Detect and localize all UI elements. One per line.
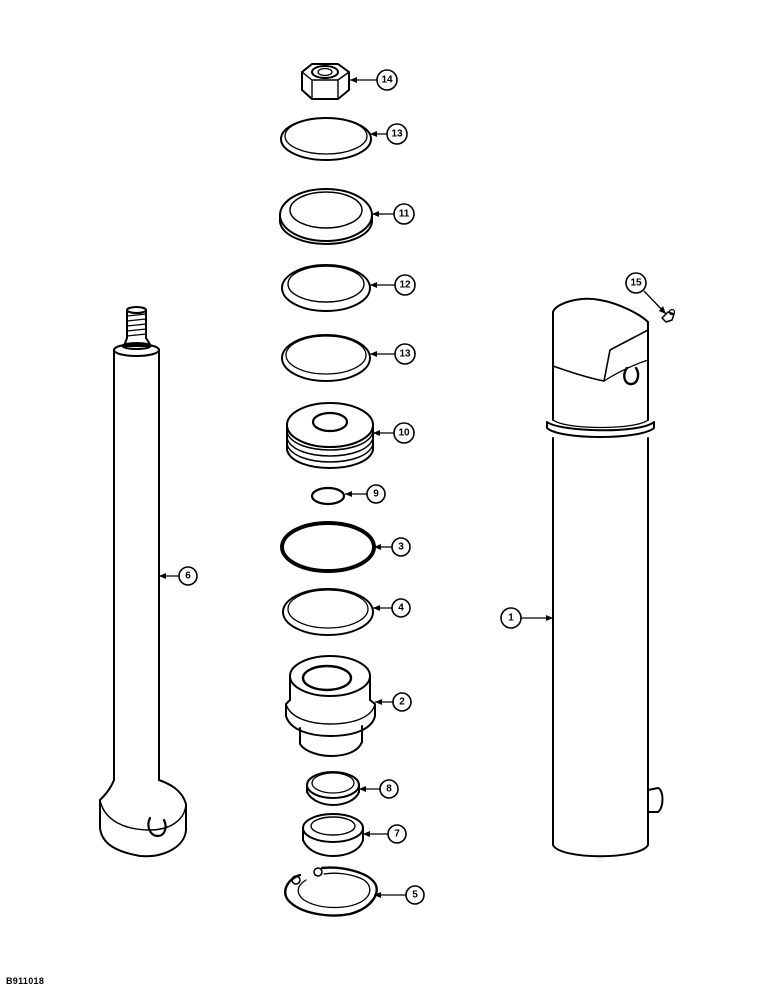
piston-rod-part (99, 306, 187, 858)
arrowhead-4 (373, 605, 380, 611)
callout-label-12: 12 (399, 280, 411, 291)
callout-circle-9 (366, 484, 386, 504)
callout-label-1: 1 (508, 613, 514, 624)
wear-ring-part-upper (280, 117, 372, 161)
arrowhead-13b (370, 351, 377, 357)
callout-label-3: 3 (398, 542, 404, 553)
callout-label-7: 7 (394, 829, 400, 840)
callout-label-6: 6 (185, 571, 191, 582)
callout-label-2: 2 (399, 697, 405, 708)
callout-circle-10 (393, 422, 415, 444)
figure-identifier: B911018 (6, 976, 45, 986)
callout-circle-2 (392, 692, 412, 712)
arrowhead-2 (375, 699, 382, 705)
callout-circle-13a (386, 123, 408, 145)
callout-label-9: 9 (373, 489, 379, 500)
arrowhead-11 (372, 211, 379, 217)
seal-ring-part (279, 188, 373, 245)
gland-part (285, 655, 376, 757)
leader-arrowheads (159, 77, 666, 898)
arrowhead-13a (370, 131, 377, 137)
callout-circle-7 (387, 824, 407, 844)
o-ring-part (280, 521, 376, 573)
callout-circles (178, 69, 647, 905)
callout-label-10: 10 (398, 428, 410, 439)
leader-lines (159, 79, 667, 896)
grease-fitting-part (661, 308, 676, 323)
callout-circle-13b (394, 343, 416, 365)
callout-circle-14 (376, 69, 398, 91)
callout-label-13b: 13 (399, 349, 411, 360)
callout-circle-4 (391, 598, 411, 618)
arrowhead-5 (374, 892, 381, 898)
arrowhead-7 (363, 831, 370, 837)
callout-circle-8 (379, 779, 399, 799)
callout-label-11: 11 (399, 209, 410, 220)
wear-ring-part-lower (281, 334, 371, 382)
small-o-ring-part (310, 486, 346, 506)
arrowhead-6 (159, 573, 166, 579)
arrowhead-15 (659, 306, 666, 314)
cylinder-barrel-part (546, 297, 664, 858)
callout-label-15: 15 (630, 278, 642, 289)
callout-circle-5 (405, 885, 425, 905)
arrowhead-10 (373, 430, 380, 436)
nut-part (301, 63, 350, 100)
backup-ring-part (281, 264, 371, 312)
callout-label-5: 5 (412, 890, 418, 901)
callout-circle-12 (394, 274, 416, 296)
backup-ring-part-lower (282, 588, 374, 636)
arrowhead-1 (546, 615, 553, 621)
callout-label-13a: 13 (391, 129, 403, 140)
arrowhead-14 (350, 77, 357, 83)
callout-label-14: 14 (381, 75, 393, 86)
piston-part (286, 402, 374, 469)
callout-circle-3 (391, 537, 411, 557)
callout-circle-6 (178, 566, 198, 586)
bushing-part (302, 813, 364, 857)
callout-circle-1 (500, 607, 522, 629)
callout-label-4: 4 (398, 603, 404, 614)
arrowhead-8 (359, 786, 366, 792)
arrowhead-3 (374, 544, 381, 550)
retaining-ring-part (284, 866, 378, 917)
callout-circle-15 (625, 272, 647, 294)
arrowhead-9 (345, 491, 352, 497)
callout-label-8: 8 (386, 784, 392, 795)
callout-circle-11 (393, 203, 415, 225)
wiper-ring-part (306, 771, 360, 806)
arrowhead-12 (370, 282, 377, 288)
